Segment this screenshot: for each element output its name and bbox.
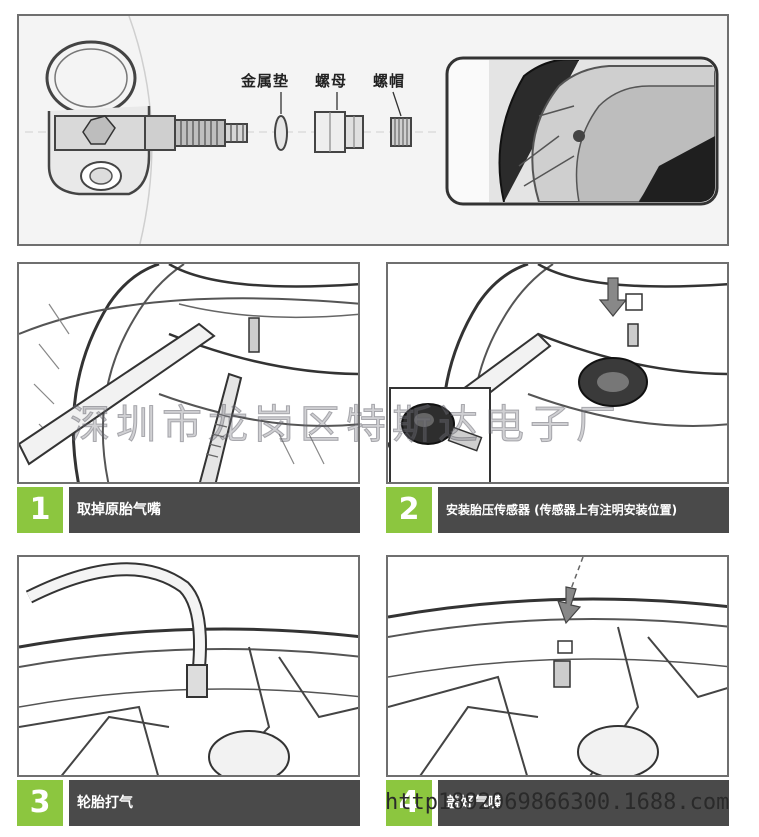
step-3-bar: 3 轮胎打气 (17, 780, 360, 826)
step-2-bar: 2 安装胎压传感器 (传感器上有注明安装位置) (386, 487, 729, 533)
nut-label: 螺母 (315, 72, 348, 90)
nut-drawing (314, 111, 364, 153)
shop-url-watermark: http1892069866300.1688.com (385, 790, 730, 815)
step-3-drawing (19, 562, 358, 775)
step-2-text: 安装胎压传感器 (传感器上有注明安装位置) (446, 503, 678, 517)
company-watermark: 深圳市龙岗区特斯达电子厂 (70, 402, 622, 449)
step-2-number: 2 (386, 487, 438, 533)
tyre-closeup-inset (445, 56, 719, 206)
step-4-drawing (388, 557, 727, 775)
step-4-panel (386, 555, 729, 777)
cap-drawing (390, 117, 412, 147)
washer-label: 金属垫 (241, 72, 290, 90)
step-2-panel (386, 262, 729, 484)
step-1-panel (17, 262, 360, 484)
step-4-bar: 4 盖好气嘴 (386, 780, 729, 826)
parts-diagram-panel: 金属垫 螺母 螺帽 (17, 14, 729, 246)
step-1-drawing (19, 264, 358, 482)
step-4-text: 盖好气嘴 (446, 795, 502, 811)
parts-diagram (25, 16, 719, 244)
step-4-number: 4 (386, 780, 438, 826)
step-1-number: 1 (17, 487, 69, 533)
valve-stem-drawing (144, 115, 248, 151)
step-1-bar: 1 取掉原胎气嘴 (17, 487, 360, 533)
step-3-text: 轮胎打气 (77, 795, 133, 811)
cap-label: 螺帽 (373, 72, 406, 90)
sensor-body-drawing (45, 40, 151, 196)
step-3-panel (17, 555, 360, 777)
step-2-drawing (388, 264, 727, 482)
step-1-text: 取掉原胎气嘴 (77, 502, 161, 518)
step-3-number: 3 (17, 780, 69, 826)
washer-drawing (274, 115, 288, 151)
